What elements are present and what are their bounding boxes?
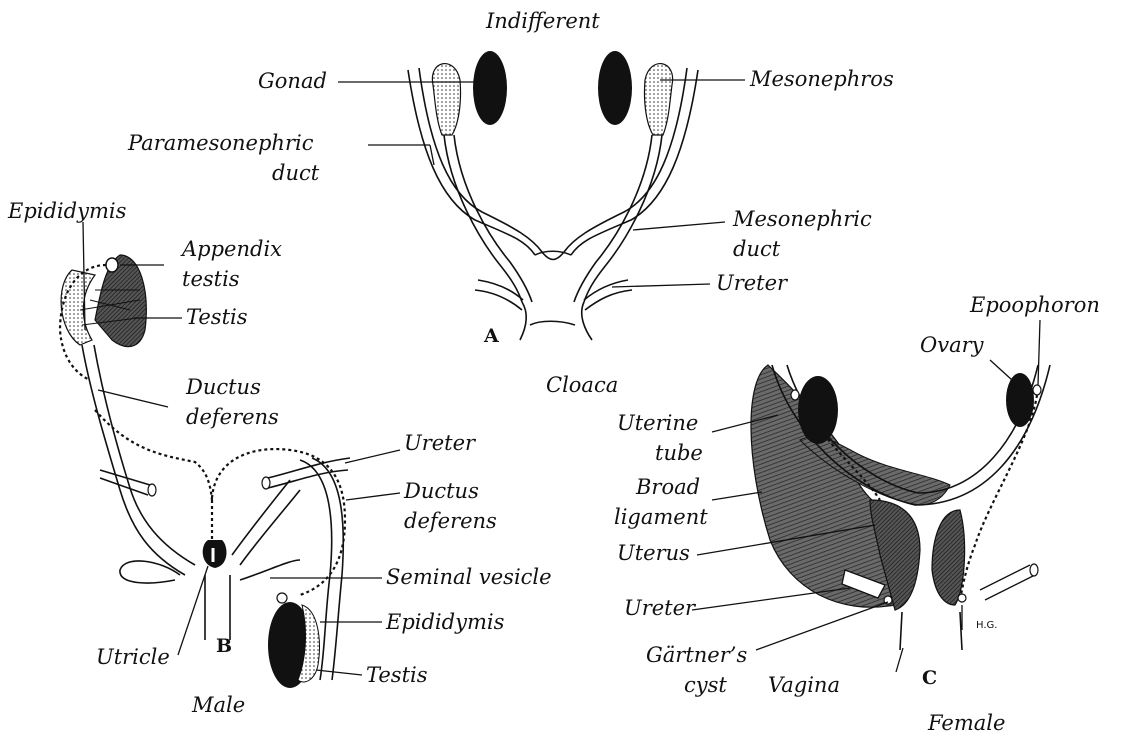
panel-c-drawing <box>751 365 1050 650</box>
label-cloaca: Cloaca <box>546 373 618 397</box>
mesonephros-left <box>432 64 460 135</box>
label-female: Female <box>927 711 1005 735</box>
panel-a-drawing <box>408 51 698 340</box>
label-uterus: Uterus <box>617 541 690 565</box>
label-uterine: Uterine <box>617 411 698 435</box>
ureter-b-right <box>268 458 350 488</box>
label-mesonephric-duct: duct <box>733 237 781 261</box>
label-appendix-testis: testis <box>182 267 240 291</box>
mesonephric-duct-right <box>584 135 662 302</box>
label-ureter-a: Ureter <box>716 271 789 295</box>
label-appendix: Appendix <box>180 237 282 261</box>
label-epididymis-b: Epididymis <box>385 610 505 634</box>
label-testis-top: Testis <box>186 305 248 329</box>
epididymis-left <box>61 270 95 345</box>
vagina-shape <box>900 612 962 650</box>
label-broad: Broad <box>635 475 700 499</box>
label-uterine-tube: tube <box>655 441 703 465</box>
mesonephros-right <box>644 64 672 135</box>
label-panel-c: C <box>922 667 937 689</box>
label-panel-b: B <box>216 635 232 657</box>
label-testis-b: Testis <box>366 663 428 687</box>
appendix-testis-left <box>106 258 118 272</box>
label-seminal-vesicle: Seminal vesicle <box>386 565 552 589</box>
label-paramesonephric: Paramesonephric <box>127 131 314 155</box>
testis-left <box>95 255 146 347</box>
dotted-path-right <box>212 449 345 595</box>
label-deferens-b: deferens <box>404 509 497 533</box>
gonad-right <box>598 51 632 125</box>
gonad-left <box>473 51 507 125</box>
paramesonephric-duct-right <box>571 70 698 255</box>
label-indifferent: Indifferent <box>485 9 600 33</box>
utricle-shape <box>203 540 227 568</box>
epoophoron-shape <box>1033 385 1041 395</box>
paramesonephric-duct-left <box>408 70 535 255</box>
label-male: Male <box>191 693 245 717</box>
label-ductus: Ductus <box>185 375 261 399</box>
label-utricle: Utricle <box>96 645 170 669</box>
cloaca-shape <box>520 302 592 340</box>
label-ovary: Ovary <box>920 333 985 357</box>
ductus-deferens-left <box>82 345 185 575</box>
label-vagina: Vagina <box>768 673 840 697</box>
label-mesonephric: Mesonephric <box>732 207 872 231</box>
label-gartner-cyst: cyst <box>684 673 727 697</box>
label-epoophoron: Epoophoron <box>969 293 1100 317</box>
label-broad-ligament: ligament <box>614 505 708 529</box>
mesonephric-duct-left <box>444 135 522 302</box>
label-gartner: Gärtner’s <box>646 643 747 667</box>
label-mesonephros: Mesonephros <box>749 67 894 91</box>
label-panel-a: A <box>483 325 499 347</box>
label-ureter-c: Ureter <box>624 596 697 620</box>
label-gonad: Gonad <box>258 69 327 93</box>
label-paramesonephric-duct: duct <box>272 161 320 185</box>
signature-hg: H.G. <box>976 620 997 631</box>
uterus-right <box>932 510 965 605</box>
ovary-left <box>798 376 838 444</box>
label-ductus-b: Ductus <box>403 479 479 503</box>
label-epididymis-top: Epididymis <box>7 199 127 223</box>
labels: Indifferent Gonad Mesonephros Paramesone… <box>7 9 1100 735</box>
label-ureter-b: Ureter <box>404 431 477 455</box>
label-deferens: deferens <box>186 405 279 429</box>
